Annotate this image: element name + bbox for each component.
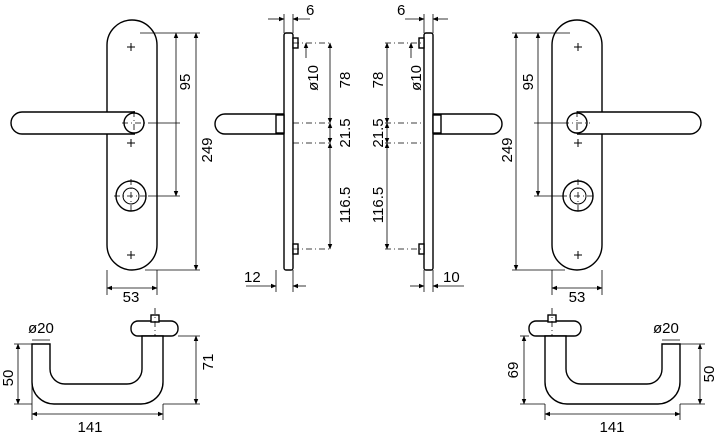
backplate-left bbox=[106, 19, 158, 271]
label-upper-left: 78 bbox=[337, 72, 354, 89]
top-view-left: ø20 50 71 141 bbox=[0, 308, 217, 436]
label-offset-left: 12 bbox=[244, 269, 261, 286]
label-height-left: 249 bbox=[199, 137, 216, 162]
label-upper-right: 78 bbox=[370, 72, 387, 89]
label-projection-outer-right: 50 bbox=[701, 366, 718, 383]
screw-marks-right bbox=[574, 43, 582, 259]
label-projection-outer-left: 71 bbox=[200, 354, 217, 371]
lever-profile-left bbox=[31, 335, 164, 405]
label-spacing-left: 95 bbox=[177, 74, 194, 91]
lever-side-right bbox=[433, 113, 503, 135]
label-lower-left: 116.5 bbox=[337, 187, 354, 223]
label-length-left: 141 bbox=[77, 419, 102, 436]
label-diameter-right: ø20 bbox=[653, 320, 679, 337]
label-spacing-right: 95 bbox=[520, 74, 537, 91]
rose-top-left bbox=[130, 320, 179, 337]
lever-left bbox=[10, 111, 135, 135]
label-width-left: 53 bbox=[123, 289, 140, 306]
label-height-right: 249 bbox=[499, 137, 516, 162]
label-middle-left: 21.5 bbox=[337, 118, 354, 147]
side-view-right: 6 ø10 78 21.5 116.5 10 bbox=[370, 2, 503, 292]
label-hole-left: ø10 bbox=[305, 65, 322, 91]
label-length-right: 141 bbox=[599, 419, 624, 436]
plate-edge-right bbox=[423, 32, 434, 271]
lever-profile-right bbox=[544, 335, 681, 405]
plate-edge-left bbox=[283, 32, 294, 271]
label-projection-inner-right: 69 bbox=[505, 362, 522, 379]
label-thickness-right: 6 bbox=[397, 2, 405, 19]
top-view-right: ø20 69 50 141 bbox=[505, 308, 718, 436]
lever-side-left bbox=[214, 113, 284, 135]
label-diameter-left: ø20 bbox=[28, 320, 54, 337]
label-width-right: 53 bbox=[569, 289, 586, 306]
lever-right bbox=[577, 111, 702, 135]
label-lower-right: 116.5 bbox=[370, 187, 387, 223]
label-middle-right: 21.5 bbox=[370, 118, 387, 147]
label-thickness-left: 6 bbox=[306, 2, 314, 19]
label-hole-right: ø10 bbox=[408, 65, 425, 91]
front-view-left: 249 95 53 bbox=[10, 19, 216, 306]
front-view-right: 249 95 53 bbox=[499, 19, 702, 306]
label-projection-inner-left: 50 bbox=[0, 370, 17, 387]
rose-top-right bbox=[528, 320, 582, 337]
backplate-right bbox=[551, 19, 603, 271]
label-offset-right: 10 bbox=[443, 269, 460, 286]
screw-marks-left bbox=[127, 43, 135, 259]
side-view-left: 6 ø10 78 21.5 116.5 12 bbox=[214, 2, 354, 292]
